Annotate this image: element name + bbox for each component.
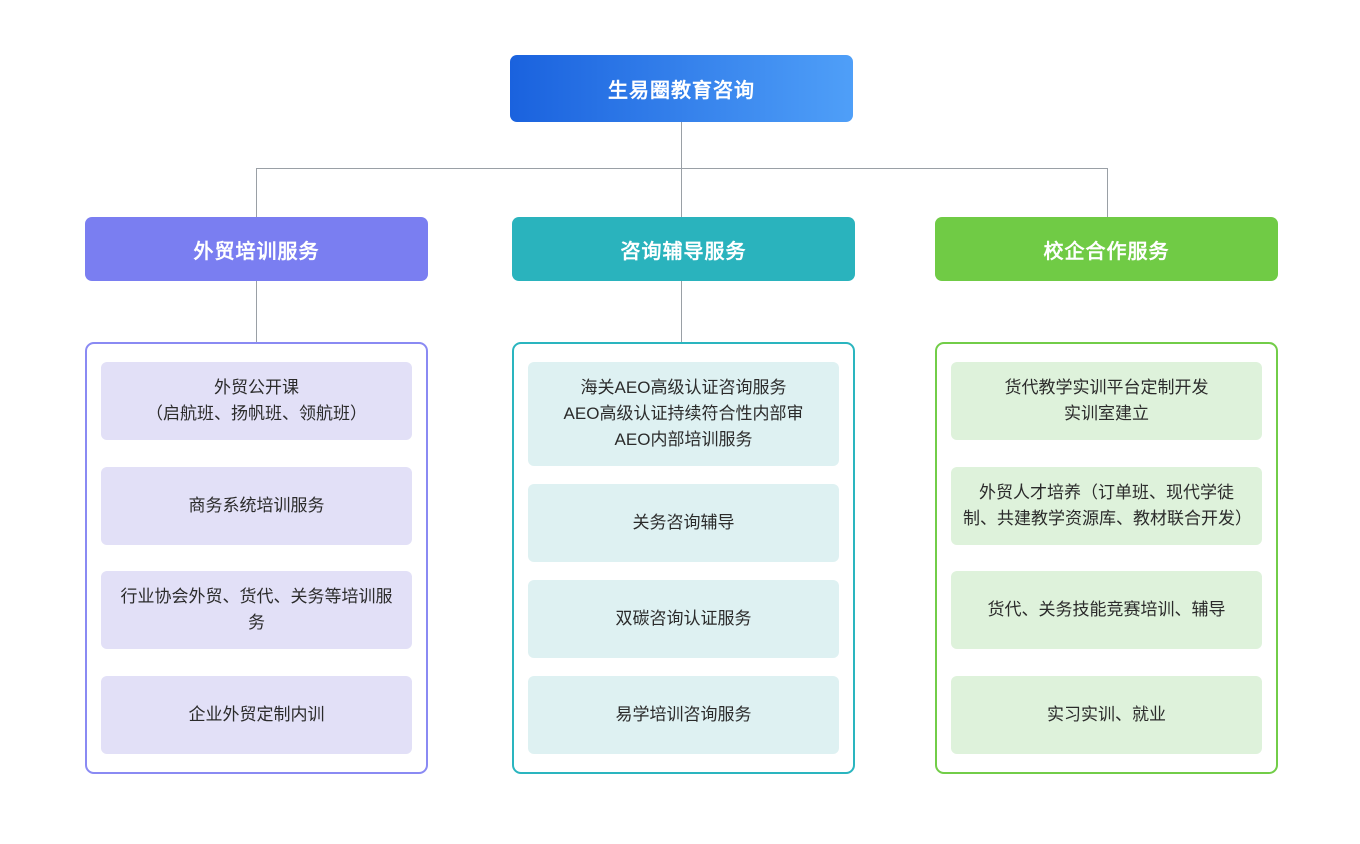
connector-drop-branch-3	[1107, 168, 1108, 218]
tree-item[interactable]: 双碳咨询认证服务	[528, 580, 839, 658]
branch-3-container: 货代教学实训平台定制开发 实训室建立 外贸人才培养（订单班、现代学徒制、共建教学…	[935, 342, 1278, 774]
tree-item[interactable]: 企业外贸定制内训	[101, 675, 412, 754]
tree-item[interactable]: 行业协会外贸、货代、关务等培训服务	[101, 571, 412, 650]
tree-item[interactable]: 商务系统培训服务	[101, 466, 412, 545]
tree-item[interactable]: 关务咨询辅导	[528, 484, 839, 562]
branch-header-school-enterprise[interactable]: 校企合作服务	[935, 217, 1278, 281]
branch-header-consulting-coaching[interactable]: 咨询辅导服务	[512, 217, 855, 281]
connector-horizontal-rail	[256, 168, 1108, 169]
tree-item[interactable]: 实习实训、就业	[951, 675, 1262, 754]
tree-item[interactable]: 海关AEO高级认证咨询服务 AEO高级认证持续符合性内部审 AEO内部培训服务	[528, 362, 839, 466]
tree-item[interactable]: 外贸公开课 （启航班、扬帆班、领航班）	[101, 362, 412, 440]
connector-branch-2-to-list	[681, 281, 682, 342]
root-node[interactable]: 生易圈教育咨询	[510, 55, 853, 122]
branch-2-container: 海关AEO高级认证咨询服务 AEO高级认证持续符合性内部审 AEO内部培训服务 …	[512, 342, 855, 774]
branch-1-container: 外贸公开课 （启航班、扬帆班、领航班） 商务系统培训服务 行业协会外贸、货代、关…	[85, 342, 428, 774]
tree-item[interactable]: 货代、关务技能竞赛培训、辅导	[951, 571, 1262, 650]
tree-item[interactable]: 易学培训咨询服务	[528, 676, 839, 754]
tree-item[interactable]: 外贸人才培养（订单班、现代学徒制、共建教学资源库、教材联合开发）	[951, 466, 1262, 545]
connector-root-down	[681, 122, 682, 168]
connector-drop-branch-2	[681, 168, 682, 218]
branch-header-foreign-trade-training[interactable]: 外贸培训服务	[85, 217, 428, 281]
connector-drop-branch-1	[256, 168, 257, 218]
tree-item[interactable]: 货代教学实训平台定制开发 实训室建立	[951, 362, 1262, 440]
connector-branch-1-to-list	[256, 281, 257, 342]
